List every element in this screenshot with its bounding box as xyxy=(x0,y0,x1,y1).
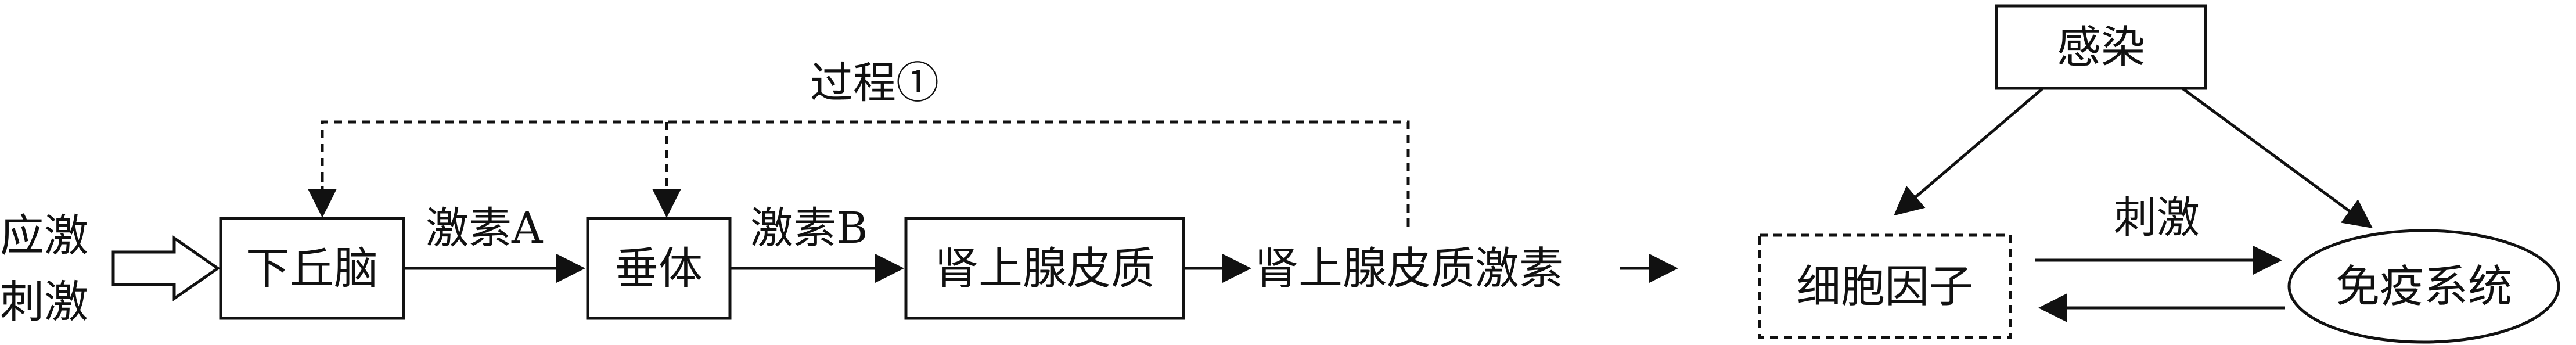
hormone-a-label: 激素A xyxy=(426,203,544,253)
arrow-infection-to-immune xyxy=(2181,87,2373,228)
cytokine-label: 细胞因子 xyxy=(1797,261,1973,312)
process-1-label: 过程① xyxy=(810,58,939,108)
arrow-infection-to-cytokine xyxy=(1894,87,2044,216)
feedback-dashed-loop xyxy=(321,120,1410,227)
infection-box xyxy=(1995,4,2207,90)
immune-system-ellipse xyxy=(2287,229,2560,344)
adrenal-cortex-hormone-label: 肾上腺皮质激素 xyxy=(1254,243,1563,294)
cytokine-box xyxy=(1758,233,2012,339)
pituitary-label: 垂体 xyxy=(614,243,703,294)
pituitary-box xyxy=(586,217,732,320)
adrenal-cortex-box xyxy=(904,217,1185,320)
hormone-b-label: 激素B xyxy=(750,203,868,253)
infection-label: 感染 xyxy=(2057,21,2145,73)
immune-system-label: 免疫系统 xyxy=(2336,261,2512,312)
hypothalamus-box xyxy=(219,217,405,320)
stimulus-label-line1: 应激 xyxy=(0,210,88,261)
stimulus-block-arrow xyxy=(111,235,221,301)
stimulus-label-line2: 刺激 xyxy=(0,276,88,328)
hypothalamus-label: 下丘脑 xyxy=(246,243,378,294)
adrenal-cortex-label: 肾上腺皮质 xyxy=(934,243,1155,294)
stimulate-label: 刺激 xyxy=(2114,193,2200,243)
